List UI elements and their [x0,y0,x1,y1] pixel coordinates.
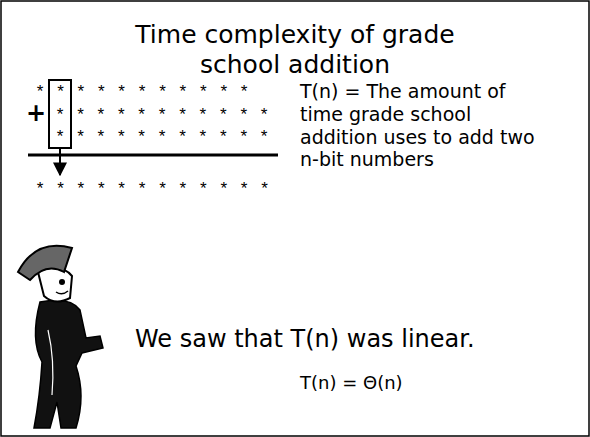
plus-sign: + [26,101,46,125]
pirate-mouth [56,291,68,294]
slide-title: Time complexity of grade school addition [130,20,460,80]
sum-row: * * * * * * * * * * * * [35,181,270,198]
pirate-body [34,300,103,428]
statement-text: We saw that T(n) was linear. [135,325,575,354]
digit-row: * * * * * * * * * * * [55,107,269,124]
digit-row: * * * * * * * * * * * [35,84,249,101]
sum-line [28,154,278,157]
pirate-face [38,268,72,302]
formula-text: T(n) = Θ(n) [300,372,560,394]
pirate-figure [18,246,103,428]
pirate-coat-line [48,330,53,395]
carry-arrow [59,148,61,175]
definition-note: T(n) = The amount of time grade school a… [300,80,550,171]
pirate-hat [18,246,72,280]
digit-row: * * * * * * * * * * * [55,129,269,146]
pirate-eye [59,279,65,285]
